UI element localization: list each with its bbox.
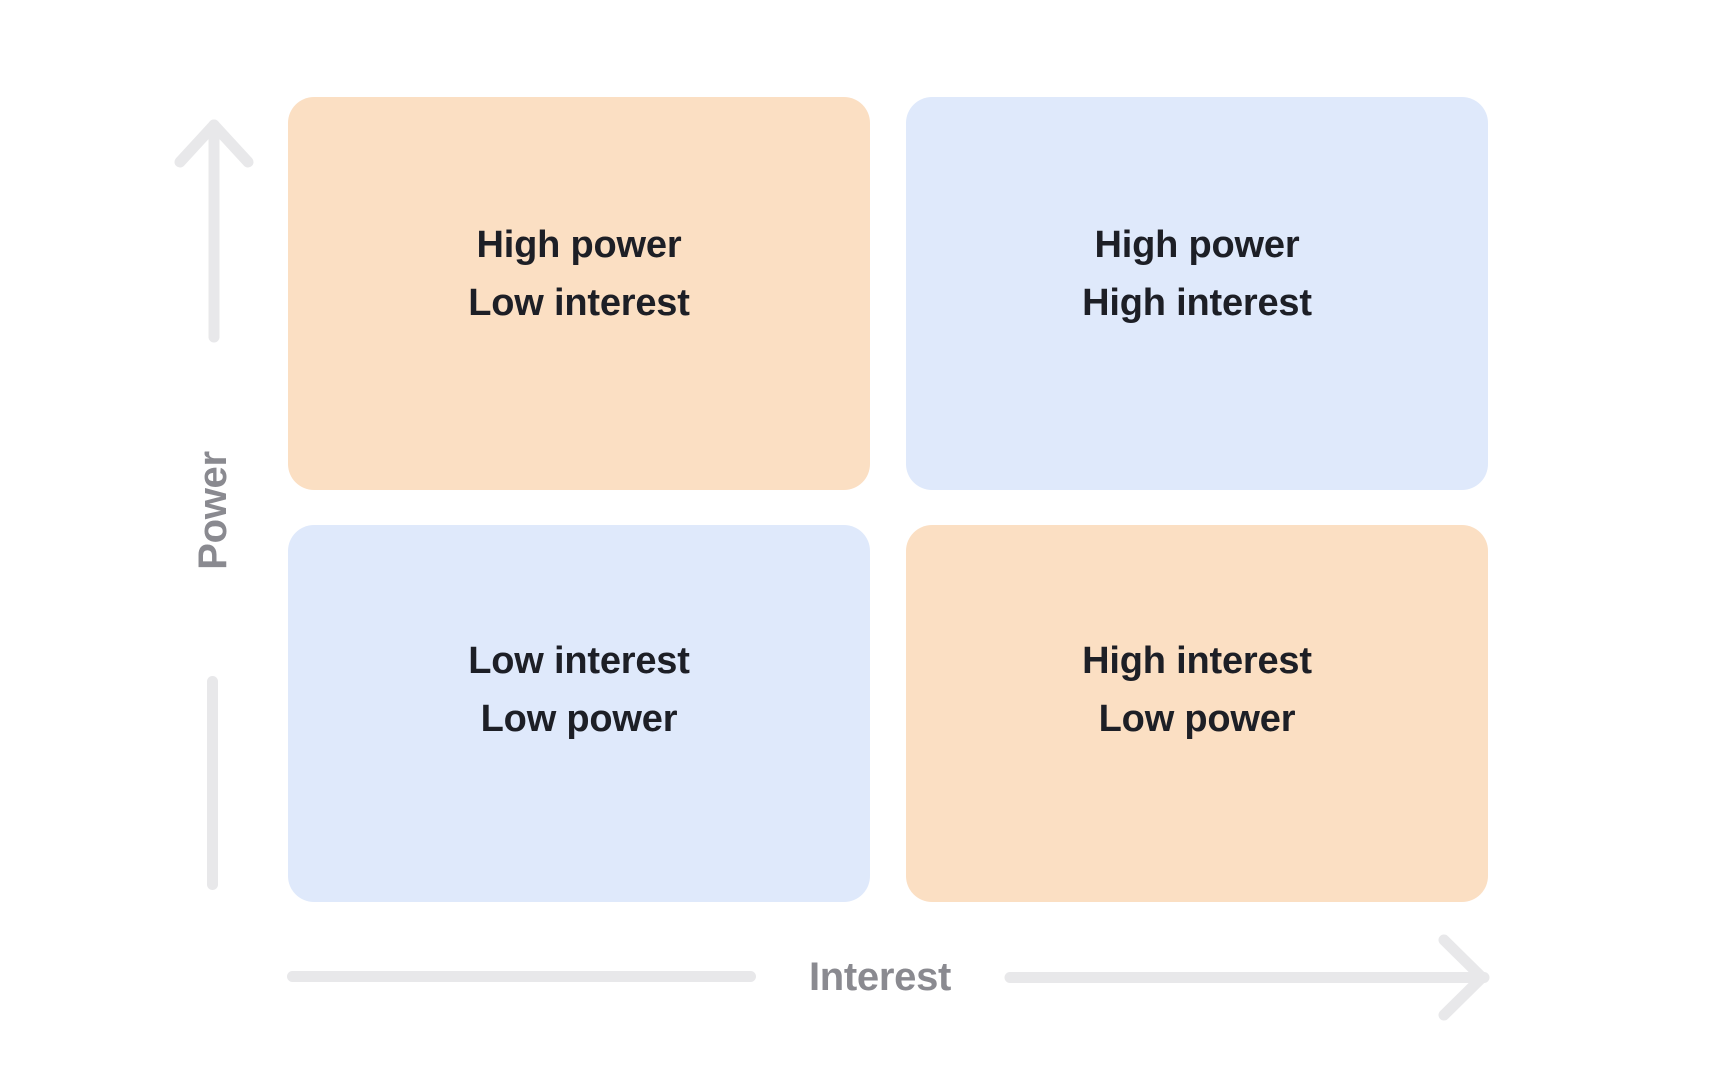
x-axis-left-line bbox=[287, 971, 756, 982]
arrow-up-icon bbox=[172, 116, 256, 343]
quadrant-label-line-2: Low interest bbox=[468, 281, 690, 324]
quadrant-label-line-1: High power bbox=[476, 224, 682, 266]
x-axis-label: Interest bbox=[808, 955, 952, 999]
quadrant-label-line-2: High interest bbox=[1082, 281, 1312, 324]
quadrant-label: High power Low interest bbox=[288, 217, 870, 333]
quadrant-matrix: High power Low interest High power High … bbox=[288, 97, 1488, 902]
quadrant-label-line-1: High interest bbox=[1082, 640, 1312, 682]
quadrant-label-line-2: Low power bbox=[1098, 697, 1296, 740]
y-axis-lower-line bbox=[207, 676, 218, 890]
quadrant-high-interest-low-power[interactable]: High interest Low power bbox=[906, 525, 1488, 902]
quadrant-label-line-1: Low interest bbox=[468, 640, 690, 682]
quadrant-high-power-low-interest[interactable]: High power Low interest bbox=[288, 97, 870, 490]
quadrant-label-line-1: High power bbox=[1094, 224, 1300, 266]
quadrant-label: High power High interest bbox=[906, 217, 1488, 333]
quadrant-label: Low interest Low power bbox=[288, 633, 870, 749]
quadrant-low-interest-low-power[interactable]: Low interest Low power bbox=[288, 525, 870, 902]
quadrant-high-power-high-interest[interactable]: High power High interest bbox=[906, 97, 1488, 490]
quadrant-label-line-2: Low power bbox=[480, 697, 678, 740]
y-axis-label: Power bbox=[166, 380, 260, 640]
quadrant-label: High interest Low power bbox=[906, 633, 1488, 749]
arrow-right-icon bbox=[1004, 932, 1494, 1024]
y-axis-label-text: Power bbox=[190, 450, 235, 570]
